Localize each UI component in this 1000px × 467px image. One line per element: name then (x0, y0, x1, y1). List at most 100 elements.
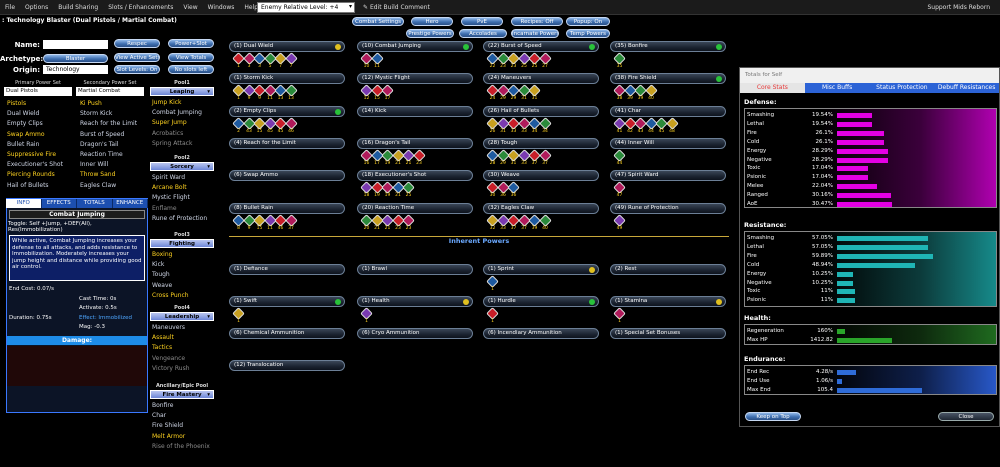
enhancement-slot[interactable] (370, 52, 384, 65)
power-slot[interactable]: (1) Sprint (483, 264, 599, 275)
power-slot[interactable]: (12) Translocation (229, 360, 345, 371)
enhancement-slot[interactable] (538, 52, 552, 65)
power-slot[interactable]: (4) Reach for the Limit (229, 137, 345, 149)
power-list-item[interactable]: Dual Wield (7, 110, 40, 118)
recipes-button[interactable]: Recipes: Off (511, 17, 563, 26)
power-list-item[interactable]: Inner Will (80, 161, 109, 169)
accolades-button[interactable]: Accolades (459, 29, 507, 38)
pool-power-item[interactable]: Super Jump (152, 119, 187, 127)
enhancement-slot[interactable] (412, 149, 426, 162)
temp-powers-button[interactable]: Temp Powers (566, 29, 610, 38)
pool-select[interactable]: Leaping▾ (150, 87, 214, 96)
enhancement-slot[interactable] (360, 307, 373, 320)
pool-power-item[interactable]: Weave (152, 281, 173, 289)
power-list-item[interactable]: Reach for the Limit (80, 120, 138, 128)
pool-power-item[interactable]: Acrobatics (152, 129, 184, 137)
power-slot[interactable]: (26) Hail of Bullets (483, 105, 599, 117)
tab-enhance[interactable]: ENHANCE (112, 199, 148, 208)
support-link[interactable]: Support Mids Reborn (927, 4, 990, 11)
enhancement-slot[interactable] (665, 116, 679, 130)
name-field[interactable] (43, 40, 108, 49)
power-slot-button[interactable]: Power+Slot (168, 39, 214, 48)
pool-power-item[interactable]: Jump Kick (152, 99, 182, 106)
power-list-item[interactable]: Hail of Bullets (7, 181, 49, 189)
pool-power-item[interactable]: Cross Punch (152, 291, 189, 299)
power-slot[interactable]: (1) Hurdle (483, 296, 599, 307)
power-slot[interactable]: (22) Burst of Speed (483, 41, 599, 52)
pool-select[interactable]: Fighting▾ (150, 239, 214, 248)
enhancement-slot[interactable] (284, 116, 298, 130)
combat-settings-button[interactable]: Combat Settings (352, 17, 404, 26)
power-list-item[interactable]: Piercing Rounds (7, 171, 55, 179)
power-slot[interactable]: (30) Weave (483, 170, 599, 182)
pool-power-item[interactable]: Fire Shield (152, 422, 184, 430)
secondary-set-select[interactable]: Martial Combat (76, 87, 144, 96)
power-slot[interactable]: (20) Reaction Time (357, 202, 473, 214)
power-list-item[interactable]: Empty Clips (7, 120, 43, 128)
menu-help[interactable]: Help (244, 3, 259, 11)
pool-power-item[interactable]: Rise of the Phoenix (152, 442, 210, 450)
power-slot[interactable]: (28) Tough (483, 137, 599, 149)
power-slot[interactable]: (1) Swift (229, 296, 345, 307)
power-slot[interactable]: (8) Bullet Rain (229, 202, 345, 214)
power-slot[interactable]: (24) Maneuvers (483, 73, 599, 85)
power-list-item[interactable]: Swap Ammo (7, 130, 45, 138)
power-slot[interactable]: (14) Kick (357, 105, 473, 117)
menu-view[interactable]: View (183, 3, 198, 11)
power-list-item[interactable]: Burst of Speed (80, 130, 125, 138)
pool-power-item[interactable]: Tactics (152, 344, 173, 352)
keep-on-top-button[interactable]: Keep on Top (745, 412, 801, 421)
enhancement-slot[interactable] (538, 213, 552, 227)
power-list-item[interactable]: Reaction Time (80, 150, 123, 158)
enhancement-slot[interactable] (613, 213, 626, 227)
pool-power-item[interactable]: Boxing (152, 251, 173, 258)
power-list-item[interactable]: Storm Kick (80, 110, 113, 118)
pool-power-item[interactable]: Bonfire (152, 402, 174, 409)
power-slot[interactable]: (49) Rune of Protection (610, 202, 726, 214)
power-slot[interactable]: (10) Combat Jumping (357, 41, 473, 52)
enhancement-slot[interactable] (232, 307, 245, 320)
prestige-powers-button[interactable]: Prestige Powers (406, 29, 454, 38)
enhancement-slot[interactable] (538, 116, 552, 130)
close-button[interactable]: Close (938, 412, 994, 421)
tab-info[interactable]: INFO (6, 199, 42, 208)
archetype-select[interactable]: Blaster (43, 54, 108, 63)
pool-power-item[interactable]: Maneuvers (152, 324, 185, 331)
enhancement-slot[interactable] (613, 52, 626, 65)
power-list-item[interactable]: Pistols (7, 100, 27, 107)
power-list-item[interactable]: Executioner's Shot (7, 161, 63, 169)
enhancement-slot[interactable] (402, 213, 415, 227)
respec-button[interactable]: Respec (114, 39, 160, 48)
pool-power-item[interactable]: Tough (152, 271, 170, 279)
power-list-item[interactable]: Suppressive Fire (7, 150, 57, 158)
power-slot[interactable]: (6) Incendiary Ammunition (483, 328, 599, 339)
power-slot[interactable]: (12) Mystic Flight (357, 73, 473, 85)
pool-power-item[interactable]: Arcane Bolt (152, 184, 187, 192)
pool-power-item[interactable]: Enflame (152, 204, 177, 212)
power-slot[interactable]: (16) Dragon's Tail (357, 137, 473, 149)
enhancement-slot[interactable] (538, 149, 552, 162)
menu-file[interactable]: File (5, 3, 16, 11)
pool-power-item[interactable]: Melt Armor (152, 432, 186, 440)
power-slot[interactable]: (47) Spirit Ward (610, 170, 726, 182)
pool-power-item[interactable]: Spring Attack (152, 139, 193, 147)
pool-power-item[interactable]: Rune of Protection (152, 214, 208, 222)
enhancement-slot[interactable] (613, 307, 626, 320)
power-slot[interactable]: (41) Char (610, 105, 726, 117)
tab-totals[interactable]: TOTALS (77, 199, 113, 208)
power-slot[interactable]: (1) Dual Wield (229, 41, 345, 52)
power-slot[interactable]: (44) Inner Will (610, 137, 726, 149)
menu-build-sharing[interactable]: Build Sharing (58, 3, 99, 11)
pve-button[interactable]: PvE (461, 17, 503, 26)
view-totals-button[interactable]: View Totals (168, 53, 214, 62)
view-active-sets-button[interactable]: View Active Sets (114, 53, 160, 62)
power-slot[interactable]: (6) Swap Ammo (229, 170, 345, 182)
power-slot[interactable]: (1) Health (357, 296, 473, 307)
power-slot[interactable]: (6) Cryo Ammunition (357, 328, 473, 339)
power-slot[interactable]: (6) Chemical Ammunition (229, 328, 345, 339)
power-slot[interactable]: (18) Executioner's Shot (357, 170, 473, 182)
power-slot[interactable]: (2) Empty Clips (229, 105, 345, 117)
pool-power-item[interactable]: Combat Jumping (152, 109, 202, 117)
power-slot[interactable]: (35) Bonfire (610, 41, 726, 52)
power-slot[interactable]: (1) Brawl (357, 264, 473, 275)
